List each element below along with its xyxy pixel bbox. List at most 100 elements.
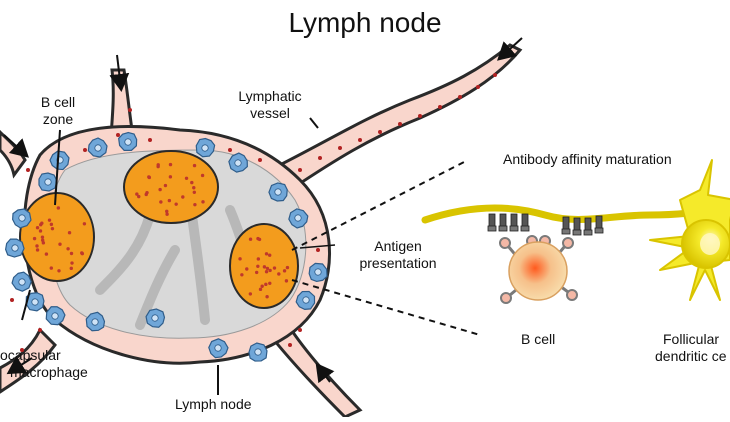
follicle-dot — [147, 175, 151, 179]
label-antigen-line2: presentation — [359, 255, 437, 271]
follicle-dot — [248, 292, 253, 296]
macrophage — [208, 338, 229, 359]
label-antibody-affinity-maturation: Antibody affinity maturation — [503, 151, 672, 167]
follicle-dot — [50, 226, 55, 231]
arrow-bottom-right — [315, 362, 335, 384]
follicle-dot — [284, 279, 289, 283]
red-dot — [258, 158, 262, 162]
follicle-dot — [158, 187, 162, 192]
macrophage — [45, 306, 66, 326]
follicle-dot — [268, 281, 272, 285]
macrophage — [308, 262, 328, 283]
leader-b-cell-zone — [54, 129, 61, 206]
red-dot — [316, 248, 320, 252]
macrophage — [38, 172, 58, 192]
follicle-dot — [181, 195, 185, 199]
follicle-dot — [137, 194, 141, 199]
label-subcapsular-line1: ocapsular — [0, 347, 61, 363]
red-dot — [26, 168, 30, 172]
red-dot — [38, 328, 42, 332]
red-dot — [418, 114, 422, 118]
follicle-dot — [156, 163, 160, 167]
label-lymph-node: Lymph node — [175, 396, 252, 412]
arrow-left — [3, 134, 29, 158]
follicle-dot — [174, 202, 178, 206]
antibody-receptor — [572, 217, 582, 236]
follicle-dot — [35, 248, 40, 252]
label-subcapsular-macrophage: ocapsular macrophage — [0, 347, 88, 381]
follicle-dot — [41, 241, 46, 245]
antibody-receptor — [561, 216, 571, 235]
red-dot — [318, 156, 322, 160]
follicle-dot — [192, 186, 196, 190]
follicle-dot — [165, 212, 169, 216]
follicle-dot — [40, 235, 45, 239]
red-dot — [476, 85, 480, 89]
antibody-receptor — [583, 217, 593, 236]
label-follicular-dendritic-cell: Follicular dendritic ce — [655, 331, 727, 365]
arrow-top-left — [109, 54, 130, 92]
vessel-dots — [10, 73, 497, 352]
macrophage — [25, 292, 45, 312]
label-fdc-line2: dendritic ce — [655, 348, 727, 364]
follicle-dot — [67, 230, 72, 235]
follicle-dot — [145, 190, 149, 195]
macrophage — [118, 131, 138, 151]
follicle-dot — [240, 273, 244, 277]
follicle-dot — [248, 237, 253, 241]
antibody-receptors — [487, 213, 604, 236]
follicle-dot — [35, 225, 40, 230]
lymphatic-vessel-upper-right — [267, 43, 523, 192]
leader-lines — [21, 117, 319, 395]
follicle-dot — [254, 270, 259, 275]
follicle-dot — [190, 180, 194, 185]
follicle-dot — [257, 237, 262, 242]
macrophage — [12, 208, 32, 229]
page-title: Lymph node — [288, 7, 442, 38]
follicle-dot — [163, 183, 168, 188]
leader-lymphatic-vessel — [309, 117, 319, 129]
follicle-dot — [285, 265, 290, 270]
flow-arrows — [3, 37, 523, 384]
antibody-receptor — [594, 215, 604, 234]
red-dot — [338, 146, 342, 150]
follicle-dot — [57, 269, 61, 273]
follicle-dot — [267, 253, 272, 257]
follicle-dot — [69, 266, 73, 271]
label-lymphatic-vessel-line2: vessel — [250, 105, 290, 121]
red-dot — [298, 328, 302, 332]
red-dot — [83, 148, 87, 152]
antibody-receptor — [487, 213, 497, 232]
b-cell-follicle-left — [19, 192, 95, 282]
antibody-receptor — [509, 213, 519, 232]
label-b-cell-zone: B cell zone — [30, 94, 86, 128]
follicle-dot — [82, 222, 87, 226]
red-dot — [128, 108, 132, 112]
label-lymphatic-vessel: Lymphatic vessel — [224, 88, 316, 122]
follicular-dendritic-cell — [649, 159, 730, 301]
label-b-cell-zone-line1: B cell — [40, 94, 76, 110]
b-cell-follicle-top — [123, 150, 219, 224]
red-dot — [116, 133, 120, 137]
vessel-left — [0, 129, 27, 179]
macrophage — [228, 152, 248, 173]
macrophage — [87, 137, 108, 158]
follicle-dot — [262, 265, 267, 269]
macrophage — [4, 238, 25, 258]
follicle-dot — [66, 247, 70, 251]
follicle-dot — [277, 272, 281, 276]
follicle-dot — [167, 198, 172, 203]
red-dot — [20, 348, 24, 352]
follicle-dot — [56, 206, 61, 210]
antibody-receptor — [498, 213, 508, 232]
follicle-dot — [35, 244, 39, 248]
follicle-dot — [268, 268, 272, 273]
macrophage — [268, 182, 288, 202]
follicle-dot — [238, 257, 242, 261]
follicle-dot — [135, 192, 139, 196]
follicle-dot — [192, 163, 197, 168]
red-dot — [378, 130, 382, 134]
follicle-dot — [165, 209, 169, 214]
